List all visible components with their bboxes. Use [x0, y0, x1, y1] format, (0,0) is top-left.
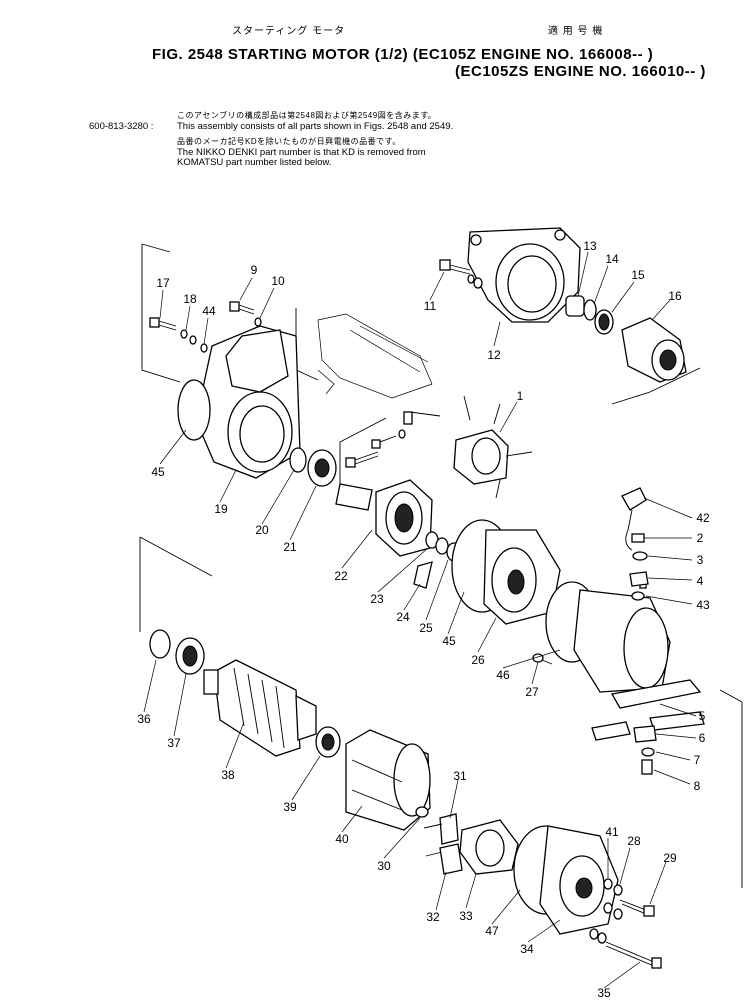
callout-24: 24	[396, 610, 410, 624]
figure-title-second-line: (EC105ZS ENGINE NO. 166010-- )	[455, 63, 706, 80]
assembled-motor-reference	[317, 313, 433, 399]
callout-45-upper: 45	[151, 465, 165, 479]
pinion-parts	[565, 295, 687, 383]
callout-20: 20	[255, 523, 269, 537]
callout-30: 30	[377, 859, 391, 873]
armature	[203, 659, 317, 757]
maker-note-english-line-2: KOMATSU part number listed below.	[177, 157, 332, 168]
callout-44: 44	[202, 304, 216, 318]
callout-15: 15	[631, 268, 645, 282]
maker-note-japanese: 品番のメーカ記号KDを除いたものが日興電機の品番です。	[177, 137, 401, 146]
terminals	[621, 487, 649, 601]
title-japanese: スターティング モータ	[232, 26, 346, 37]
maker-note-english-line-1: The NIKKO DENKI part number is that KD i…	[177, 147, 426, 158]
brush-parts	[415, 806, 519, 875]
bearing-39	[315, 726, 341, 758]
drive-housing	[467, 227, 581, 323]
callout-25: 25	[419, 621, 433, 635]
callout-32: 32	[426, 910, 440, 924]
callout-13: 13	[583, 239, 597, 253]
callout-14: 14	[605, 252, 619, 266]
callout-5: 5	[698, 709, 706, 723]
bearing-20-21	[289, 447, 337, 487]
rear-fasteners	[589, 878, 655, 944]
front-bracket	[177, 325, 301, 479]
bolt-17	[149, 317, 208, 353]
callout-17: 17	[156, 276, 170, 290]
callout-41: 41	[605, 825, 619, 839]
assembly-note-english: This assembly consists of all parts show…	[177, 121, 454, 132]
callout-31: 31	[453, 769, 467, 783]
figure-title: FIG. 2548 STARTING MOTOR (1/2) (EC105Z E…	[152, 46, 654, 63]
assembly-note-japanese: このアセンブリの構成部品は第2548図および第2549図を含みます。	[177, 111, 437, 120]
callout-42: 42	[696, 511, 710, 525]
bolt-9	[229, 301, 262, 327]
callout-38: 38	[221, 768, 235, 782]
magnetic-switch	[345, 395, 533, 499]
callout-19: 19	[214, 502, 228, 516]
callout-21: 21	[283, 540, 297, 554]
callout-18: 18	[183, 292, 197, 306]
callout-37: 37	[167, 736, 181, 750]
callout-12: 12	[487, 348, 501, 362]
callout-3: 3	[696, 553, 704, 567]
callout-39: 39	[283, 800, 297, 814]
through-bolt	[605, 941, 662, 969]
applicable-label-japanese: 適 用 号 機	[548, 26, 604, 37]
assembly-part-number: 600-813-3280 :	[89, 121, 154, 132]
callout-35: 35	[597, 986, 611, 1000]
callout-2: 2	[696, 531, 704, 545]
yoke	[545, 579, 705, 741]
rear-bracket	[513, 825, 619, 935]
center-housing	[451, 519, 561, 625]
callout-33: 33	[459, 909, 473, 923]
callout-9: 9	[250, 263, 258, 277]
callout-11: 11	[423, 299, 437, 313]
callout-34: 34	[520, 942, 534, 956]
callout-16: 16	[668, 289, 682, 303]
callout-28: 28	[627, 834, 641, 848]
drive-lever-assembly	[335, 479, 433, 557]
callout-8: 8	[693, 779, 701, 793]
brush-holder-frame	[345, 729, 431, 831]
callout-23: 23	[370, 592, 384, 606]
leader-lines	[143, 251, 697, 989]
callout-46: 46	[496, 668, 510, 682]
callout-26: 26	[471, 653, 485, 667]
callout-36: 36	[137, 712, 151, 726]
bearing-36-37	[149, 629, 205, 675]
callout-7: 7	[693, 753, 701, 767]
callout-43: 43	[696, 598, 710, 612]
callout-27: 27	[525, 685, 539, 699]
callout-40: 40	[335, 832, 349, 846]
terminal-studs-6-8	[633, 725, 657, 775]
grouping-lines	[139, 243, 743, 888]
callout-47: 47	[485, 924, 499, 938]
callout-4: 4	[696, 574, 704, 588]
callout-29: 29	[663, 851, 677, 865]
callout-1: 1	[516, 389, 524, 403]
callout-22: 22	[334, 569, 348, 583]
callout-6: 6	[698, 731, 706, 745]
callout-10: 10	[271, 274, 285, 288]
callout-45-lower: 45	[442, 634, 456, 648]
bolt-11	[439, 259, 483, 289]
